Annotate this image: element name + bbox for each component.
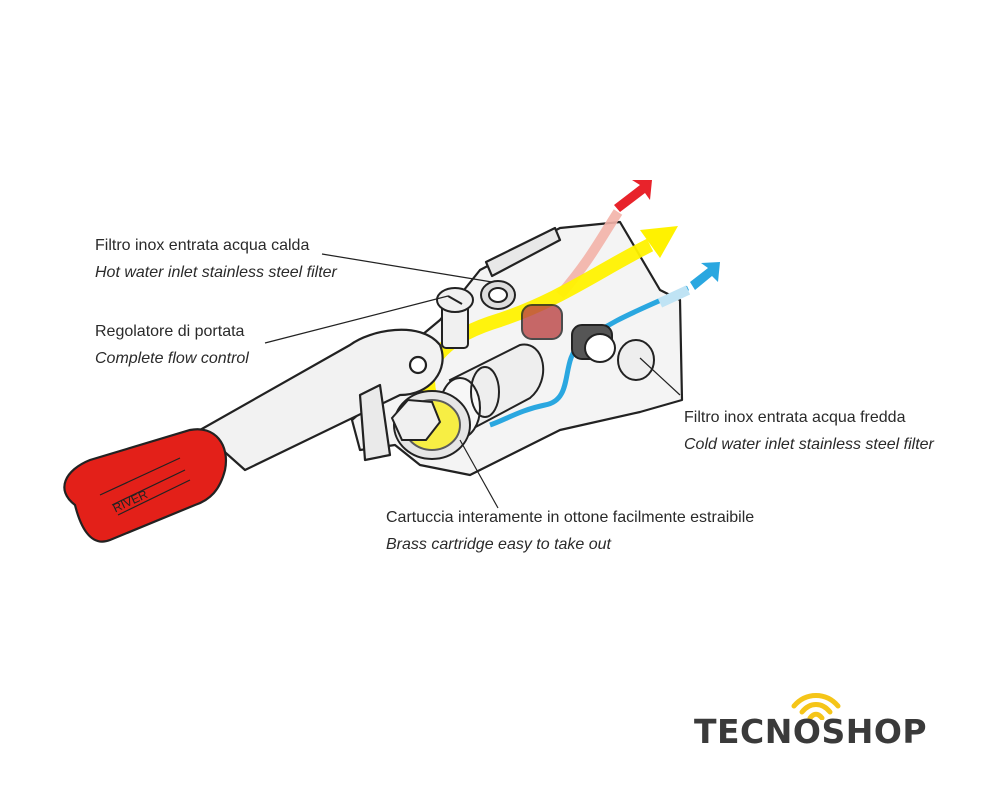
flow-control-label-it: Regolatore di portata <box>95 323 245 340</box>
lever-arm <box>198 328 444 472</box>
cold-arrow <box>690 262 720 290</box>
hot-filter-label-en: Hot water inlet stainless steel filter <box>95 264 337 281</box>
lever-handle: RIVER <box>63 428 228 543</box>
cold-flow-path <box>489 285 690 428</box>
cold-filter-label: Filtro inox entrata acqua fredda Cold wa… <box>684 404 934 458</box>
cartridge-label-it: Cartuccia interamente in ottone facilmen… <box>386 509 755 526</box>
wifi-icon <box>791 693 841 720</box>
cartridge-label-en: Brass cartridge easy to take out <box>386 536 611 553</box>
hot-filter <box>480 280 563 340</box>
leader-lines <box>264 253 681 509</box>
flow-control-label: Regolatore di portata Complete flow cont… <box>95 318 249 372</box>
front-nut <box>390 390 471 460</box>
mixed-arrow <box>640 226 678 258</box>
hot-arrow <box>614 180 652 212</box>
flow-control-label-en: Complete flow control <box>95 350 249 367</box>
cold-filter-label-en: Cold water inlet stainless steel filter <box>684 436 934 453</box>
tecnoshop-logo: TECNOSHOP <box>694 690 944 760</box>
cold-filter <box>571 324 655 381</box>
cold-filter-label-it: Filtro inox entrata acqua fredda <box>684 409 906 426</box>
hot-filter-label: Filtro inox entrata acqua calda Hot wate… <box>95 232 337 286</box>
flow-regulator <box>436 287 474 349</box>
hot-filter-label-it: Filtro inox entrata acqua calda <box>95 237 310 254</box>
logo-text: TECNOSHOP <box>694 712 928 751</box>
cartridge-label: Cartuccia interamente in ottone facilmen… <box>386 504 754 558</box>
